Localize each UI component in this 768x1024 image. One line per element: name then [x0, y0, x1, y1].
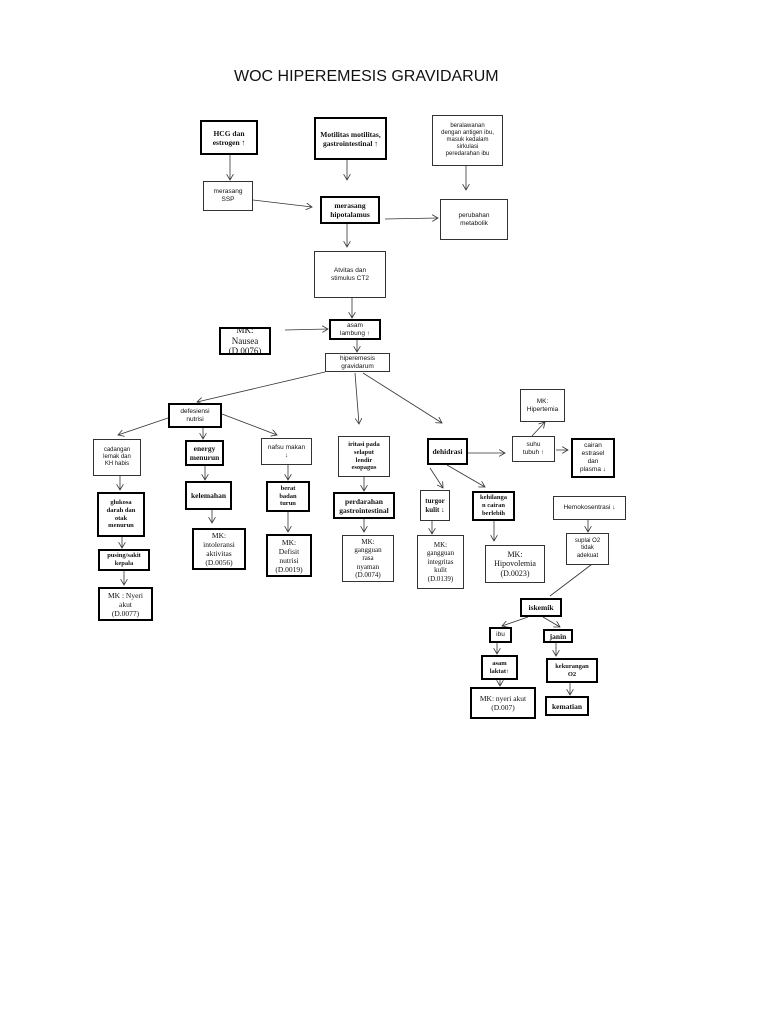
- node-perubahan-metabolik: perubahan metabolik: [440, 199, 508, 240]
- node-cairan-plasma: cairan estrasel dan plasma ↓: [571, 438, 615, 478]
- node-nafsu-makan: nafsu makan ↓: [261, 438, 312, 465]
- node-pusing-kepala: pusing/sakit kepala: [98, 549, 150, 571]
- diagram-title: WOC HIPEREMESIS GRAVIDARUM: [234, 68, 499, 85]
- node-turgor-kulit: turgor kulit ↓: [420, 490, 450, 521]
- node-aktivitas-stimulus: Atvitas dan stimulus CT2: [314, 251, 386, 298]
- node-iritasi-esopagus: iritasi pada selaput lendir esopagus: [338, 436, 390, 477]
- node-mk-nausea: MK: Nausea (D.0076): [219, 327, 271, 355]
- node-kekurangan-o2: kekurangan O2: [546, 658, 598, 683]
- node-merasang-ssp: merasang SSP: [203, 181, 253, 211]
- node-perdarahan: perdarahan gastrointestinal: [333, 492, 395, 519]
- node-mk-gangguan-integritas: MK: gangguan integritas kulit (D.0139): [417, 535, 464, 589]
- node-dehidrasi: dehidrasi: [427, 438, 468, 465]
- node-janin: janin: [543, 629, 573, 643]
- node-hiperemesis: hiperemesis gravidarum: [325, 353, 390, 372]
- node-suplai-o2: suplai O2 tidak adekuat: [566, 533, 609, 565]
- node-mk-hipertermia: MK: Hipertemia: [520, 389, 565, 422]
- node-energy-menurun: energy menurun: [185, 440, 224, 466]
- node-beralawanan: beralawanan dengan antigen ibu, masuk ke…: [432, 115, 503, 166]
- node-merasang-hipotalamus: merasang hipotalamus: [320, 196, 380, 224]
- node-mk-gangguan-rasa-nyaman: MK: gangguan rasa nyaman (D.0074): [342, 535, 394, 582]
- node-hcg-estrogen: HCG dan estrogen ↑: [200, 120, 258, 155]
- node-kelemahan: kelemahan: [185, 481, 232, 510]
- node-hemokonsentrasi: Hemokosentrasi ↓: [553, 496, 626, 520]
- node-mk-hipovolemia: MK: Hipovolemia (D.0023): [485, 545, 545, 583]
- node-asam-laktat: asam laktat↑: [481, 655, 518, 680]
- node-cadangan-lemak: cadangan lemak dan KH habis: [93, 439, 141, 476]
- node-kematian: kematian: [545, 696, 589, 716]
- node-ibu: ibu: [489, 627, 512, 643]
- node-mk-intoleransi: MK: intoleransi aktivitas (D.0056): [192, 528, 246, 570]
- node-mk-defisit-nutrisi: MK: Defisit nutrisi (D.0019): [266, 534, 312, 577]
- node-mk-nyeri-akut-2: MK: nyeri akut (D.007): [470, 687, 536, 719]
- node-suhu-tubuh: suhu tubuh ↑: [512, 436, 555, 462]
- node-asam-lambung: asam lambung ↑: [329, 319, 381, 340]
- node-iskemik: iskemik: [520, 598, 562, 617]
- node-defesiensi-nutrisi: defesiensi nutrisi: [168, 403, 222, 428]
- node-berat-badan: berat badan turun: [266, 481, 310, 512]
- node-kehilangan-cairan: kehilanga n cairan berlebih: [472, 491, 515, 521]
- node-glukosa-darah: glukosa darah dan otak menurun: [97, 492, 145, 537]
- node-mk-nyeri-akut-1: MK : Nyeri akut (D.0077): [98, 587, 153, 621]
- node-motilitas: Motilitas motilitas, gastrointestinal ↑: [314, 117, 387, 160]
